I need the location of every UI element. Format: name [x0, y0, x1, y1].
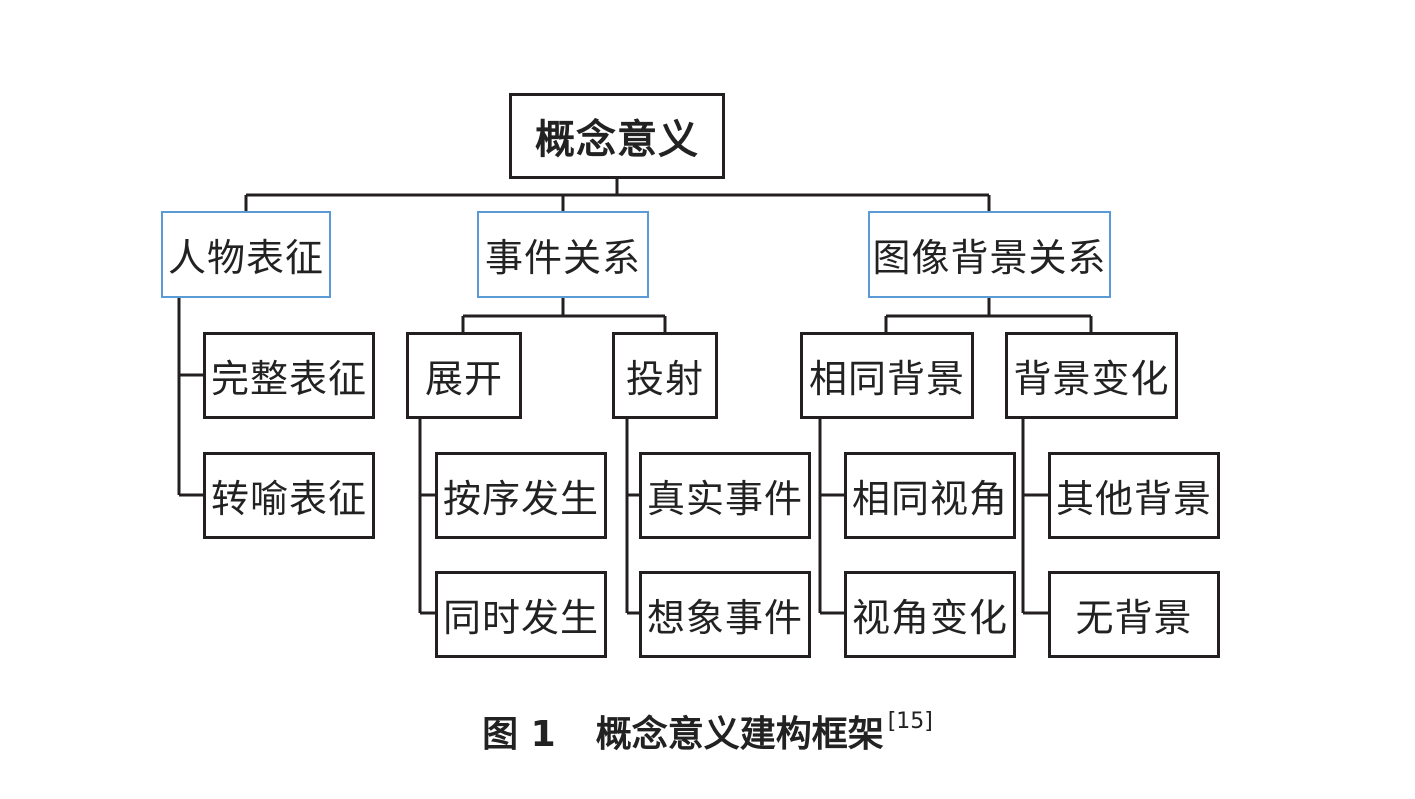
connector-event [461, 297, 667, 333]
node-projection: 投射 [612, 332, 718, 419]
node-background-change: 背景变化 [1005, 332, 1178, 419]
node-same-perspective: 相同视角 [844, 452, 1016, 539]
node-other-background: 其他背景 [1048, 452, 1220, 539]
node-sequential: 按序发生 [435, 452, 607, 539]
connector-bg-change [1021, 416, 1050, 615]
figure-reference: [15] [887, 709, 933, 734]
connector-root [244, 178, 991, 212]
connector-person [177, 297, 205, 497]
node-real-event: 真实事件 [639, 452, 811, 539]
figure-caption: 图 1 概念意义建构框架[15] [0, 705, 1415, 757]
connector-projection [625, 416, 641, 615]
node-imagined-event: 想象事件 [639, 571, 811, 658]
connector-same-bg [818, 416, 846, 615]
node-complete-representation: 完整表征 [203, 332, 375, 419]
node-unfold: 展开 [406, 332, 522, 419]
connector-unfold [418, 416, 437, 615]
node-no-background: 无背景 [1048, 571, 1220, 658]
connector-background [884, 297, 1093, 333]
node-image-background-relation: 图像背景关系 [868, 211, 1111, 298]
node-simultaneous: 同时发生 [435, 571, 607, 658]
node-person-representation: 人物表征 [161, 211, 331, 298]
node-perspective-change: 视角变化 [844, 571, 1016, 658]
figure-title: 概念意义建构框架 [595, 714, 884, 755]
node-root: 概念意义 [509, 93, 725, 179]
node-metonymic-representation: 转喻表征 [203, 452, 375, 539]
node-event-relation: 事件关系 [477, 211, 649, 298]
figure-number: 图 1 [482, 714, 556, 755]
node-same-background: 相同背景 [800, 332, 974, 419]
